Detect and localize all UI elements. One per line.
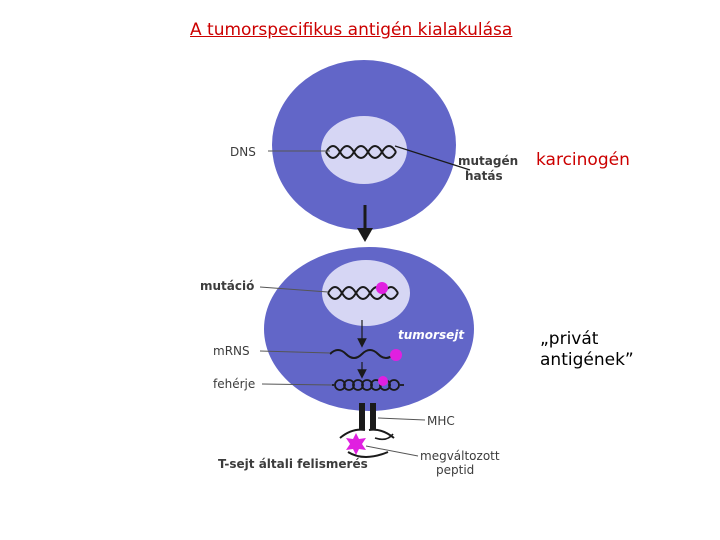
dns-label: DNS	[230, 145, 256, 159]
mutation-label: mutáció	[200, 279, 254, 293]
mrna-label: mRNS	[213, 344, 250, 358]
tumor-cell-label: tumorsejt	[398, 328, 465, 342]
protein-label: fehérje	[213, 377, 255, 391]
protein-mutation-marker	[378, 376, 388, 386]
t-cell-recognition-label: T-sejt általi felismerés	[218, 457, 368, 471]
mutagen-label-line1: mutagén	[458, 154, 518, 168]
tumor-cell-nucleus	[322, 260, 410, 326]
mutagen-label-line2: hatás	[465, 169, 503, 183]
peptide-leader-line	[366, 446, 418, 456]
mhc-leader-line	[378, 418, 425, 420]
mhc-label: MHC	[427, 414, 455, 428]
altered-peptide-label-line1: megváltozott	[420, 449, 500, 463]
altered-peptide-label-line2: peptid	[436, 463, 474, 477]
mutation-marker	[376, 282, 388, 294]
mrna-mutation-marker	[390, 349, 402, 361]
